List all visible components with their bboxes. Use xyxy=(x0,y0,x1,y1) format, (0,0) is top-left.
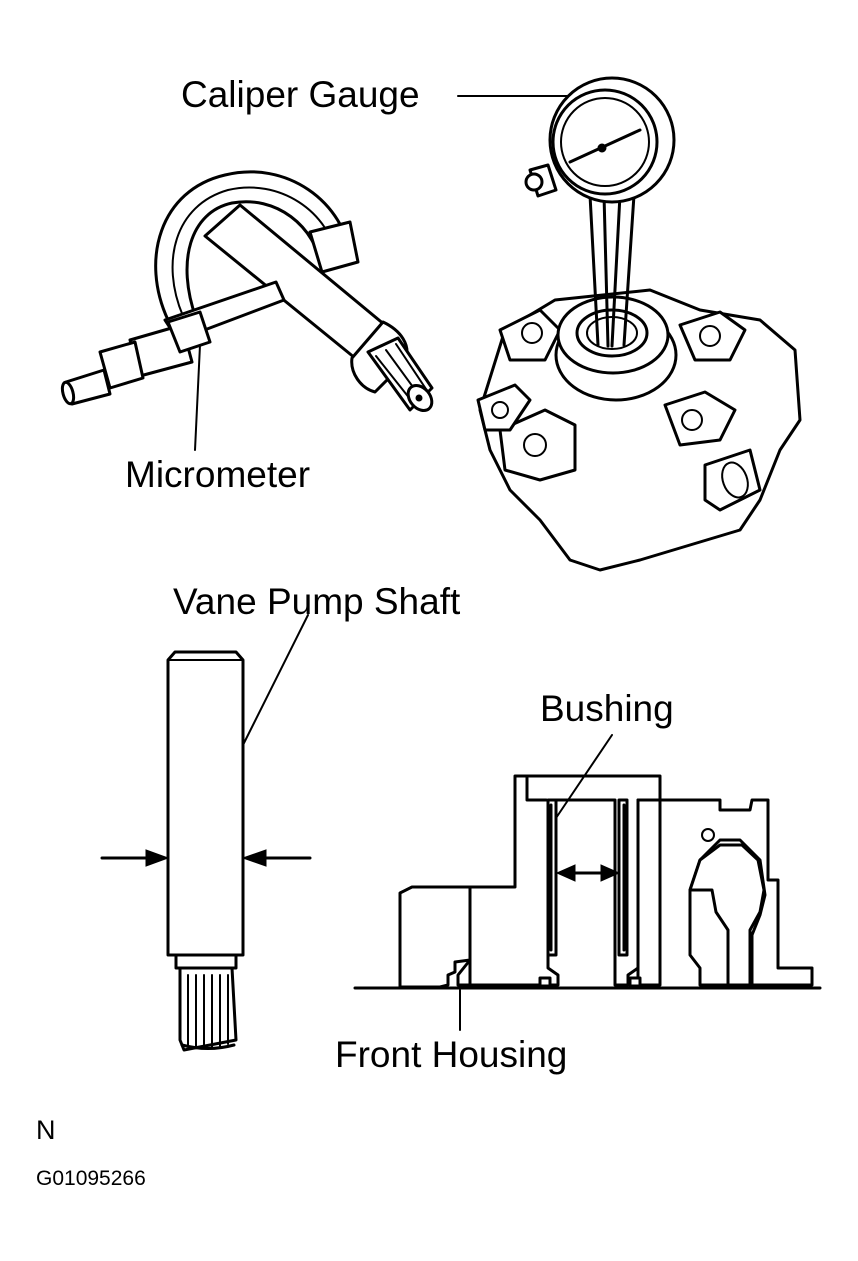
bushing-measurement-arrow xyxy=(555,864,621,882)
bushing-leader xyxy=(555,734,613,819)
n-marker: N xyxy=(36,1115,56,1145)
caliper-gauge-drawing xyxy=(476,76,802,572)
micrometer-drawing xyxy=(60,170,434,413)
vane-pump-shaft-label: Vane Pump Shaft xyxy=(173,581,461,622)
vane-pump-shaft-leader xyxy=(242,614,309,746)
measurement-arrows xyxy=(100,849,312,867)
front-housing-drawing xyxy=(353,774,822,990)
micrometer-leader xyxy=(194,344,201,451)
bushing-label: Bushing xyxy=(540,688,674,729)
micrometer-label: Micrometer xyxy=(125,454,311,495)
front-housing-label: Front Housing xyxy=(335,1034,568,1075)
figure-id: G01095266 xyxy=(36,1167,146,1190)
caliper-gauge-label: Caliper Gauge xyxy=(181,74,420,115)
vane-pump-shaft-drawing xyxy=(166,650,245,1052)
